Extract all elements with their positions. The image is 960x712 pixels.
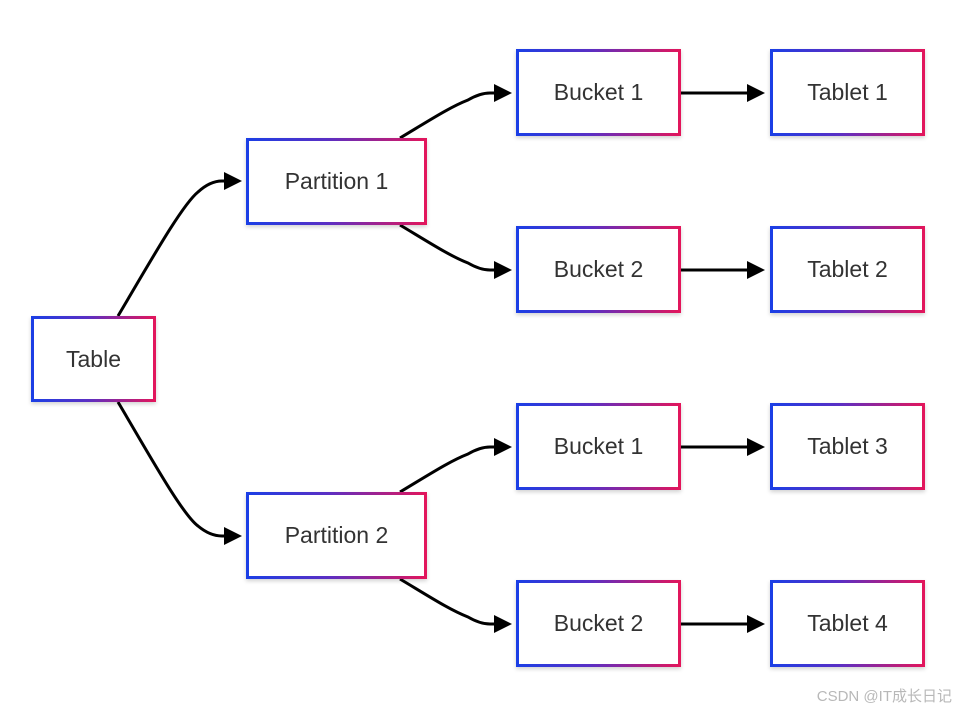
- edge-partition-2-bucket-1: [399, 438, 512, 494]
- node-table: Table: [31, 316, 156, 402]
- edge-partition-1-bucket-2: [399, 223, 512, 279]
- edge-partition-1-bucket-1: [399, 84, 512, 140]
- edge-partition-2-bucket-2: [399, 577, 512, 633]
- node-tablet-1: Tablet 1: [770, 49, 925, 136]
- node-tablet-2: Tablet 2: [770, 226, 925, 313]
- node-bucket-1-of-partition-1: Bucket 1: [516, 49, 681, 136]
- edge-table-partition-2: [116, 401, 242, 545]
- node-bucket-1-of-partition-2: Bucket 1: [516, 403, 681, 490]
- edge-table-partition-1: [116, 172, 242, 317]
- node-tablet-3: Tablet 3: [770, 403, 925, 490]
- node-tablet-4: Tablet 4: [770, 580, 925, 667]
- watermark: CSDN @IT成长日记: [816, 688, 952, 705]
- node-bucket-2-of-partition-1: Bucket 2: [516, 226, 681, 313]
- node-partition-2: Partition 2: [246, 492, 427, 579]
- node-partition-1: Partition 1: [246, 138, 427, 225]
- node-bucket-2-of-partition-2: Bucket 2: [516, 580, 681, 667]
